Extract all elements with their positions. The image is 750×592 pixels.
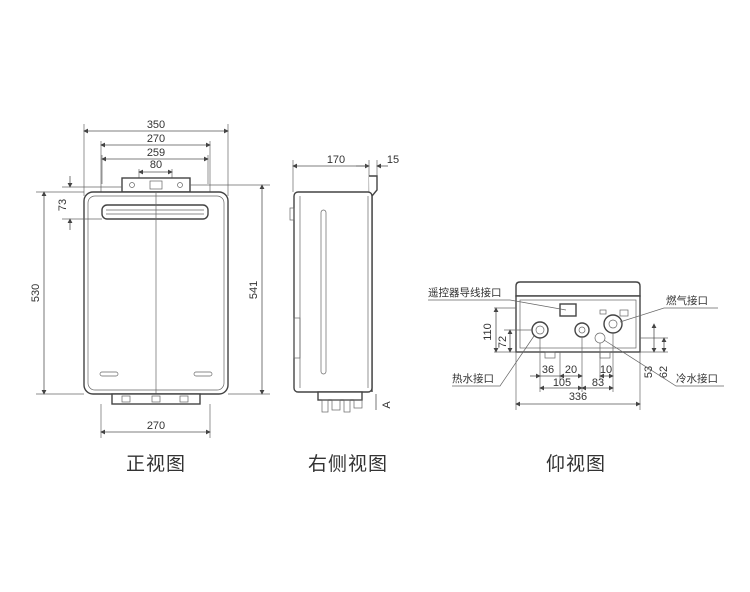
heater-side-body bbox=[293, 191, 373, 393]
dim-10: 10 bbox=[600, 364, 612, 376]
dim-270-top: 270 bbox=[147, 133, 165, 145]
dim-62: 62 bbox=[658, 366, 670, 378]
label-gas-port: 燃气接口 bbox=[666, 294, 708, 307]
top-grill bbox=[101, 204, 209, 220]
gas-fitting bbox=[603, 314, 623, 334]
dim-80: 80 bbox=[150, 159, 162, 171]
dim-270-bottom: 270 bbox=[147, 420, 165, 432]
dim-110: 110 bbox=[482, 323, 494, 341]
dim-53: 53 bbox=[643, 366, 655, 378]
dim-105: 105 bbox=[553, 377, 571, 389]
dim-336: 336 bbox=[569, 391, 587, 403]
front-view: 350 270 259 80 73 530 bbox=[30, 119, 270, 475]
dim-170: 170 bbox=[327, 154, 345, 166]
bottom-view-title: 仰视图 bbox=[546, 453, 606, 475]
dim-20: 20 bbox=[565, 364, 577, 376]
dim-73: 73 bbox=[57, 199, 69, 211]
bottom-connectors bbox=[111, 393, 201, 405]
side-window bbox=[320, 209, 327, 375]
dim-541: 541 bbox=[248, 281, 260, 299]
label-hot-water-port: 热水接口 bbox=[452, 372, 494, 385]
dim-530: 530 bbox=[30, 284, 42, 302]
dim-15: 15 bbox=[387, 154, 399, 166]
dim-36: 36 bbox=[542, 364, 554, 376]
mounting-bracket bbox=[121, 177, 191, 193]
hot-water-fitting bbox=[531, 321, 549, 339]
remote-port-fitting bbox=[559, 303, 577, 317]
marker-a: A bbox=[381, 401, 393, 409]
bottom-view: 110 72 53 62 36 20 10 105 83 336 遥控器导线接口 bbox=[428, 281, 724, 475]
front-view-title: 正视图 bbox=[126, 453, 186, 475]
label-remote-port: 遥控器导线接口 bbox=[428, 286, 502, 299]
dim-83: 83 bbox=[592, 377, 604, 389]
side-view: 170 15 A 右侧视图 bbox=[289, 154, 399, 475]
dim-259: 259 bbox=[147, 147, 165, 159]
dim-350: 350 bbox=[147, 119, 165, 131]
side-view-title: 右侧视图 bbox=[308, 453, 388, 475]
dim-72: 72 bbox=[497, 336, 509, 348]
label-cold-water-port: 冷水接口 bbox=[676, 372, 718, 385]
